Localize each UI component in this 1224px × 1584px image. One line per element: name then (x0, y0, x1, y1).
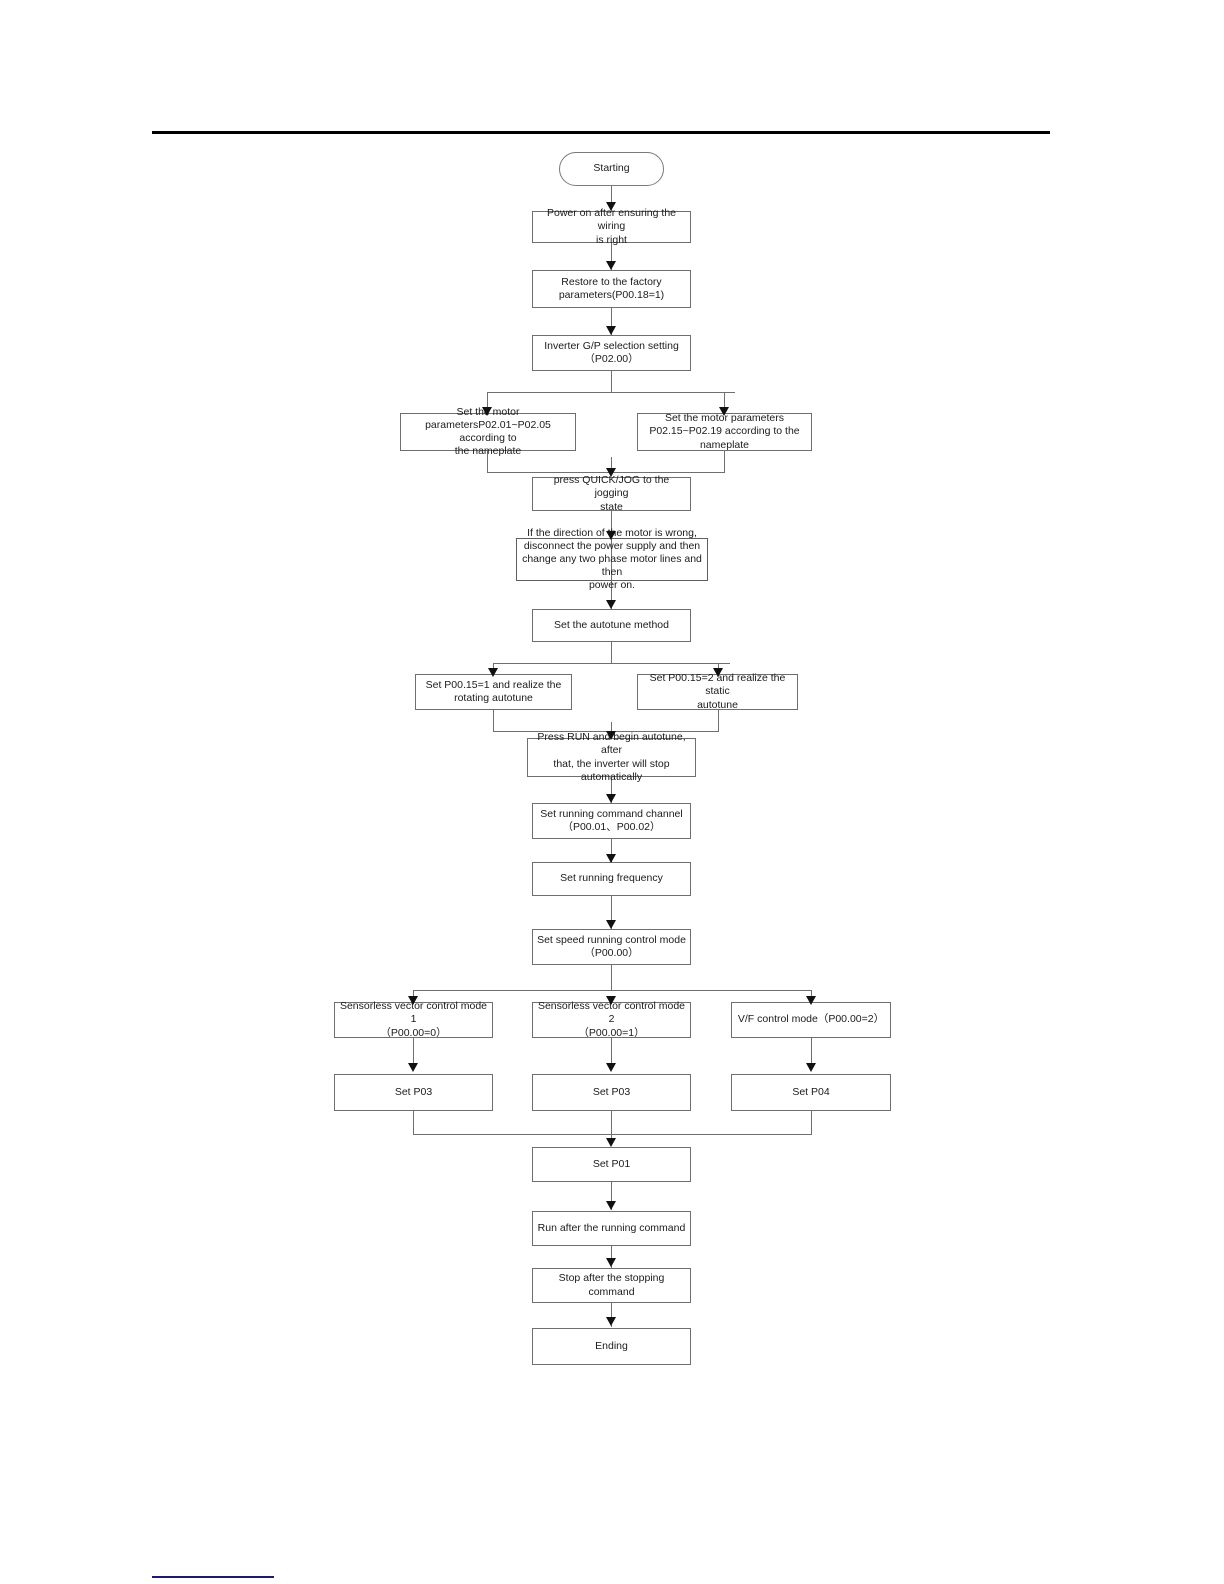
connector-gp-fork-left-drop (487, 392, 488, 413)
connector-power-on-to-restore (611, 243, 612, 270)
connector-p03-left-merge-drop (413, 1111, 414, 1135)
node-autotune-static[interactable]: Set P00.15=2 and realize the static auto… (637, 672, 798, 711)
header-rule (152, 131, 1050, 134)
arrowhead-svc-mode-2 (606, 996, 616, 1005)
arrowhead-motor-params-left (482, 407, 492, 416)
connector-autotune-fork-bar (493, 663, 730, 664)
arrowhead-set-p03-mid (606, 1063, 616, 1072)
arrowhead-svc-mode-1 (408, 996, 418, 1005)
arrowhead-set-p04 (806, 1063, 816, 1072)
footnote-separator-rule (152, 1576, 274, 1578)
connector-gp-fork-bar (487, 392, 735, 393)
connector-run-to-stop (611, 1246, 612, 1268)
node-command-channel[interactable]: Set running command channel （P00.01、P00.… (532, 803, 691, 839)
arrowhead-stop-cmd (606, 1258, 616, 1267)
connector-start-to-power-on (611, 186, 612, 211)
node-press-run[interactable]: Press RUN and begin autotune, after that… (527, 731, 696, 783)
arrowhead-run-cmd (606, 1201, 616, 1210)
node-set-p01[interactable]: Set P01 (532, 1147, 691, 1182)
node-set-p03-mid[interactable]: Set P03 (532, 1074, 691, 1111)
node-set-p04[interactable]: Set P04 (731, 1074, 891, 1111)
connector-p03-mid-merge-stem (611, 1111, 612, 1145)
arrowhead-ending (606, 1317, 616, 1326)
node-motor-direction-note[interactable]: If the direction of the motor is wrong, … (516, 527, 708, 591)
connector-p01-to-run (611, 1182, 612, 1210)
node-running-frequency[interactable]: Set running frequency (532, 862, 691, 896)
connector-motor-merge-stem (611, 457, 612, 475)
node-svc-mode-2[interactable]: Sensorless vector control mode 2 （P00.00… (532, 1000, 691, 1039)
connector-p04-merge-drop (811, 1111, 812, 1135)
node-ending[interactable]: Ending (532, 1328, 691, 1365)
arrowhead-motor-params-right (719, 407, 729, 416)
connector-quick-jog-through-note (611, 511, 612, 612)
connector-svc1-to-p03 (413, 1038, 414, 1070)
node-autotune-rotating[interactable]: Set P00.15=1 and realize the rotating au… (415, 674, 572, 710)
node-set-p03-left[interactable]: Set P03 (334, 1074, 493, 1111)
connector-speed-mode-fork-bar (413, 990, 811, 991)
node-quick-jog[interactable]: press QUICK/JOG to the jogging state (532, 474, 691, 513)
node-vf-mode[interactable]: V/F control mode（P00.00=2） (731, 1002, 891, 1038)
node-motor-params-right[interactable]: Set the motor parameters P02.15~P02.19 a… (637, 412, 812, 451)
arrowhead-autotune-rotating (488, 668, 498, 677)
arrowhead-autotune-method (606, 600, 616, 609)
node-autotune-method[interactable]: Set the autotune method (532, 609, 691, 642)
connector-stop-to-ending (611, 1303, 612, 1327)
node-gp-selection[interactable]: Inverter G/P selection setting （P02.00） (532, 335, 691, 371)
arrowhead-running-freq (606, 854, 616, 863)
connector-autotune-merge-stem (611, 722, 612, 738)
connector-speed-mode-fork-stem (611, 965, 612, 991)
arrowhead-speed-mode (606, 920, 616, 929)
connector-gp-fork-stem (611, 371, 612, 393)
connector-press-run-to-command-channel (611, 777, 612, 803)
arrowhead-set-p03-left (408, 1063, 418, 1072)
connector-svc2-to-p03 (611, 1038, 612, 1070)
arrowhead-press-run (606, 731, 616, 740)
connector-vf-to-p04 (811, 1038, 812, 1070)
arrowhead-power-on (606, 202, 616, 211)
connector-motor-right-merge-drop (724, 451, 725, 473)
node-motor-params-left[interactable]: Set the motor parametersP02.01~P02.05 ac… (400, 406, 576, 457)
connector-autotune-left-merge-drop (493, 710, 494, 732)
node-power-on[interactable]: Power on after ensuring the wiring is ri… (532, 207, 691, 246)
connector-autotune-right-merge-drop (718, 710, 719, 732)
arrowhead-direction-note (606, 531, 616, 540)
connector-command-channel-to-frequency (611, 839, 612, 863)
node-restore-factory[interactable]: Restore to the factory parameters(P00.18… (532, 270, 691, 308)
arrowhead-vf-mode (806, 996, 816, 1005)
arrowhead-command-channel (606, 794, 616, 803)
arrowhead-restore (606, 261, 616, 270)
node-starting[interactable]: Starting (559, 152, 664, 186)
node-speed-running-mode[interactable]: Set speed running control mode （P00.00） (532, 929, 691, 965)
node-svc-mode-1[interactable]: Sensorless vector control mode 1 （P00.00… (334, 1000, 493, 1039)
connector-frequency-to-speed-mode (611, 896, 612, 929)
connector-bottom-merge-bar (413, 1134, 812, 1135)
connector-motor-left-merge-drop (487, 451, 488, 473)
node-run-command[interactable]: Run after the running command (532, 1211, 691, 1246)
connector-restore-to-gp (611, 308, 612, 335)
arrowhead-set-p01 (606, 1138, 616, 1147)
arrowhead-quick-jog (606, 468, 616, 477)
arrowhead-autotune-static (713, 668, 723, 677)
arrowhead-gp-select (606, 326, 616, 335)
node-stop-command[interactable]: Stop after the stopping command (532, 1268, 691, 1303)
connector-autotune-fork-stem (611, 642, 612, 664)
connector-gp-fork-right-drop (724, 392, 725, 413)
